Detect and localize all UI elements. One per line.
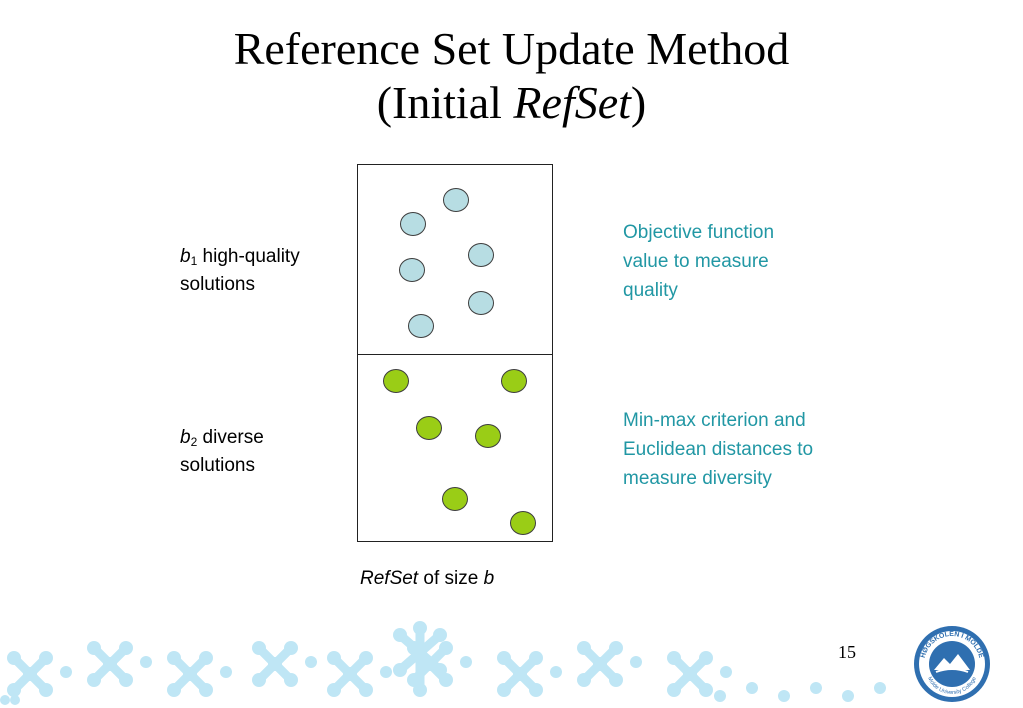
- label-high-quality: b1 high-quality solutions: [180, 246, 300, 295]
- quality-solution-dot: [400, 212, 426, 236]
- diverse-solution-dot: [510, 511, 536, 535]
- quality-solution-dot: [468, 291, 494, 315]
- title-line-2: (Initial RefSet): [376, 77, 647, 128]
- quality-solution-dot: [468, 243, 494, 267]
- diverse-solution-dot: [501, 369, 527, 393]
- slide-title: Reference Set Update Method (Initial Ref…: [0, 22, 1023, 130]
- quality-solution-dot: [399, 258, 425, 282]
- title-refset: RefSet: [513, 77, 631, 128]
- decorative-dot-band: [0, 621, 886, 705]
- note-quality: Objective function value to measure qual…: [623, 222, 775, 301]
- note-diversity: Min-max criterion and Euclidean distance…: [623, 410, 814, 489]
- quality-solution-dot: [443, 188, 469, 212]
- diverse-solution-dot: [383, 369, 409, 393]
- label-diverse: b2 diverse solutions: [180, 427, 264, 476]
- page-number: 15: [838, 642, 856, 662]
- university-logo-icon: HØGSKOLEN I MOLDE Molde University Colle…: [914, 626, 990, 702]
- diverse-solution-dot: [442, 487, 468, 511]
- title-line-1: Reference Set Update Method: [233, 23, 790, 74]
- refset-caption: RefSet of size b: [360, 568, 495, 589]
- quality-solution-dot: [408, 314, 434, 338]
- diverse-solution-dot: [416, 416, 442, 440]
- diverse-solution-dot: [475, 424, 501, 448]
